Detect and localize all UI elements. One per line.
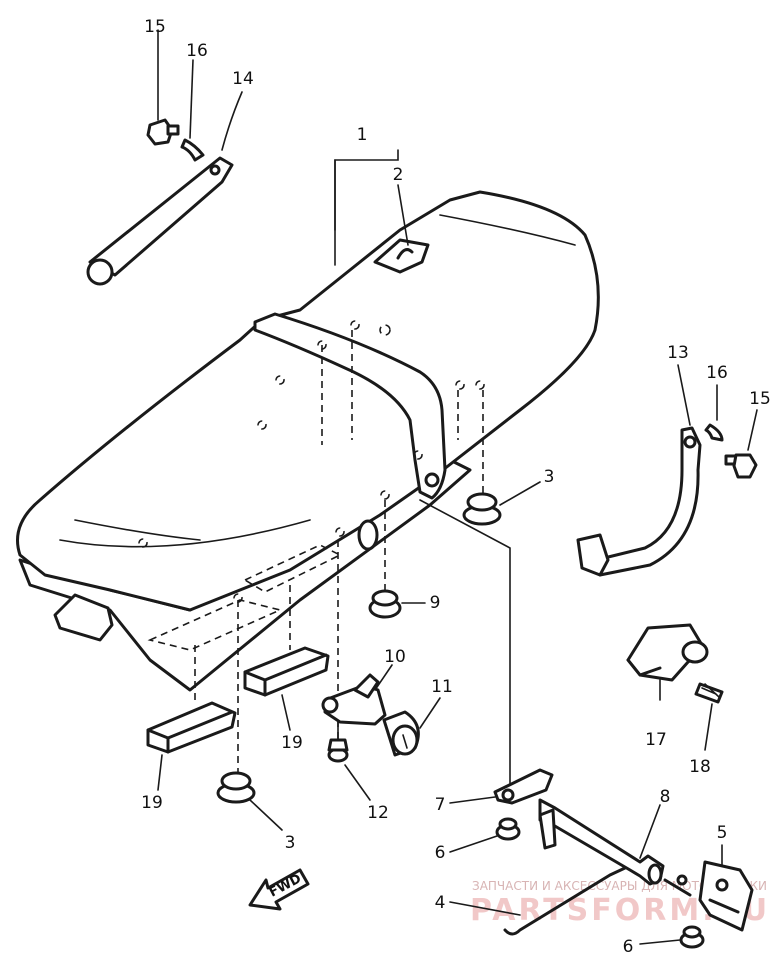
seat-mount-marks	[138, 320, 485, 603]
seat-lock-10	[321, 673, 387, 726]
nut-12	[327, 738, 349, 763]
seat-seam-front	[59, 519, 311, 548]
label-part-18: 18	[689, 757, 711, 777]
label-part-9: 9	[430, 593, 441, 613]
label-part-13: 13	[667, 343, 689, 363]
label-part-2: 2	[393, 165, 404, 185]
leader-6b	[639, 939, 681, 945]
label-part-6: 6	[435, 843, 446, 863]
screw-18	[694, 682, 724, 704]
watermark-caption: ЗАПЧАСТИ И АКСЕССУАРЫ ДЛЯ МОТОТЕХНИКИ	[472, 879, 767, 893]
leader-2	[397, 184, 409, 246]
grab-bar-right	[576, 426, 702, 577]
seat-cushion	[16, 190, 600, 612]
leader-7	[449, 796, 496, 804]
leader-16a	[189, 59, 194, 139]
leader-15b	[747, 409, 758, 451]
seat-hook-7	[493, 768, 554, 805]
leader-1-bracket	[334, 149, 399, 231]
leader-6a	[449, 835, 498, 853]
label-part-16: 16	[186, 41, 208, 61]
leader-4	[449, 901, 521, 916]
label-part-6: 6	[623, 937, 634, 957]
label-part-8: 8	[660, 787, 671, 807]
damper-19-right	[243, 646, 330, 697]
seat-front-tongue	[53, 593, 114, 642]
leader-11	[419, 697, 441, 729]
label-part-1: 1	[357, 125, 368, 145]
label-part-12: 12	[367, 803, 389, 823]
label-part-19: 19	[281, 733, 303, 753]
hinge-bracket-5	[698, 860, 754, 932]
label-part-15: 15	[144, 17, 166, 37]
grommet-9	[368, 589, 402, 619]
leader-18	[704, 703, 713, 751]
label-part-14: 14	[232, 69, 254, 89]
label-part-3: 3	[544, 467, 555, 487]
label-part-5: 5	[717, 823, 728, 843]
label-part-17: 17	[645, 730, 667, 750]
damper-3-upper	[462, 492, 502, 526]
seat-lock-catch	[373, 238, 430, 274]
damper-6-left	[495, 817, 521, 841]
seat-lock-hole	[357, 519, 379, 551]
label-part-4: 4	[435, 893, 446, 913]
bolt-15-left	[146, 118, 180, 146]
label-part-11: 11	[431, 677, 453, 697]
seat-seam-side	[74, 519, 201, 541]
bolt-15-right	[724, 453, 758, 479]
leader-13	[677, 364, 691, 426]
leader-12	[344, 764, 371, 801]
seat-seam-rear	[439, 214, 576, 246]
label-part-16: 16	[706, 363, 728, 383]
leader-3b	[249, 799, 283, 831]
seat-wire-4	[503, 866, 627, 936]
label-part-10: 10	[384, 647, 406, 667]
damper-6-right	[679, 925, 705, 949]
damper-outline-b	[243, 544, 342, 593]
washer-16-right	[704, 423, 724, 442]
seat	[16, 190, 600, 692]
leader-3a	[499, 481, 541, 506]
leader-14	[221, 91, 243, 151]
leader-19a	[157, 754, 163, 791]
part-number-labels: 15 16 14 1 2 13 16 15 3 9 10 11 17 18 19…	[141, 17, 771, 957]
label-part-3: 3	[285, 833, 296, 853]
hinge-rod-8	[538, 798, 692, 897]
strap-rivet	[424, 472, 440, 488]
label-part-19: 19	[141, 793, 163, 813]
leader-8	[639, 804, 661, 859]
leader-10	[374, 664, 393, 691]
damper-3-lower	[216, 771, 256, 804]
label-part-7: 7	[435, 795, 446, 815]
damper-19-left	[146, 701, 237, 754]
catch-hook	[396, 248, 414, 260]
fwd-arrow: FWD	[248, 868, 310, 911]
grab-bar-left	[86, 156, 234, 286]
leader-19b	[281, 694, 291, 731]
label-part-15: 15	[749, 389, 771, 409]
lock-cap-11	[382, 710, 420, 757]
damper-outline-a	[147, 599, 283, 651]
washer-16-left	[180, 138, 205, 162]
helmet-holder-17	[626, 623, 709, 682]
